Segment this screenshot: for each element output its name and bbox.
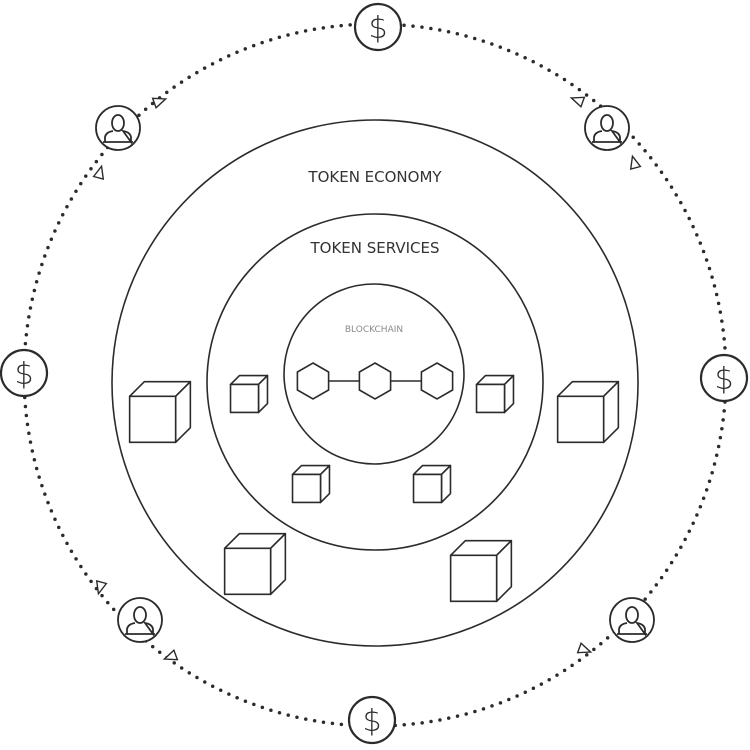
dollar-icon: $: [353, 2, 403, 52]
arrow-icon: [151, 97, 168, 109]
dollar-icon: $: [699, 353, 749, 403]
arrow-icon: [569, 96, 586, 108]
blockchain-circle: [283, 283, 465, 465]
cube-icon: [291, 464, 331, 504]
svg-text:$: $: [362, 704, 381, 739]
token-economy-circle: [111, 119, 639, 647]
arrow-icon: [95, 579, 108, 596]
dollar-icon: $: [0, 348, 49, 398]
svg-text:$: $: [714, 362, 733, 397]
cube-icon: [449, 539, 513, 603]
cube-icon: [128, 380, 192, 444]
user-icon: [117, 597, 163, 643]
cube-icon: [223, 532, 287, 596]
hexagon-icon: [358, 362, 392, 400]
blockchain-label: BLOCKCHAIN: [345, 325, 403, 335]
token-economy-label: TOKEN ECONOMY: [307, 168, 442, 186]
hexagon-icon: [296, 362, 330, 400]
cube-icon: [412, 464, 452, 504]
cube-icon: [556, 380, 620, 444]
arrow-icon: [629, 154, 642, 171]
svg-text:$: $: [368, 11, 387, 46]
cube-icon: [475, 374, 515, 414]
arrow-icon: [92, 164, 105, 181]
token-services-circle: [206, 213, 544, 551]
svg-text:$: $: [14, 357, 33, 392]
dollar-icon: $: [347, 695, 397, 745]
arrow-icon: [576, 642, 593, 654]
token-services-label: TOKEN SERVICES: [309, 239, 439, 257]
hexagon-icon: [420, 362, 454, 400]
user-icon: [609, 597, 655, 643]
user-icon: [584, 105, 630, 151]
cube-icon: [229, 374, 269, 414]
arrow-icon: [162, 649, 179, 661]
user-icon: [95, 105, 141, 151]
